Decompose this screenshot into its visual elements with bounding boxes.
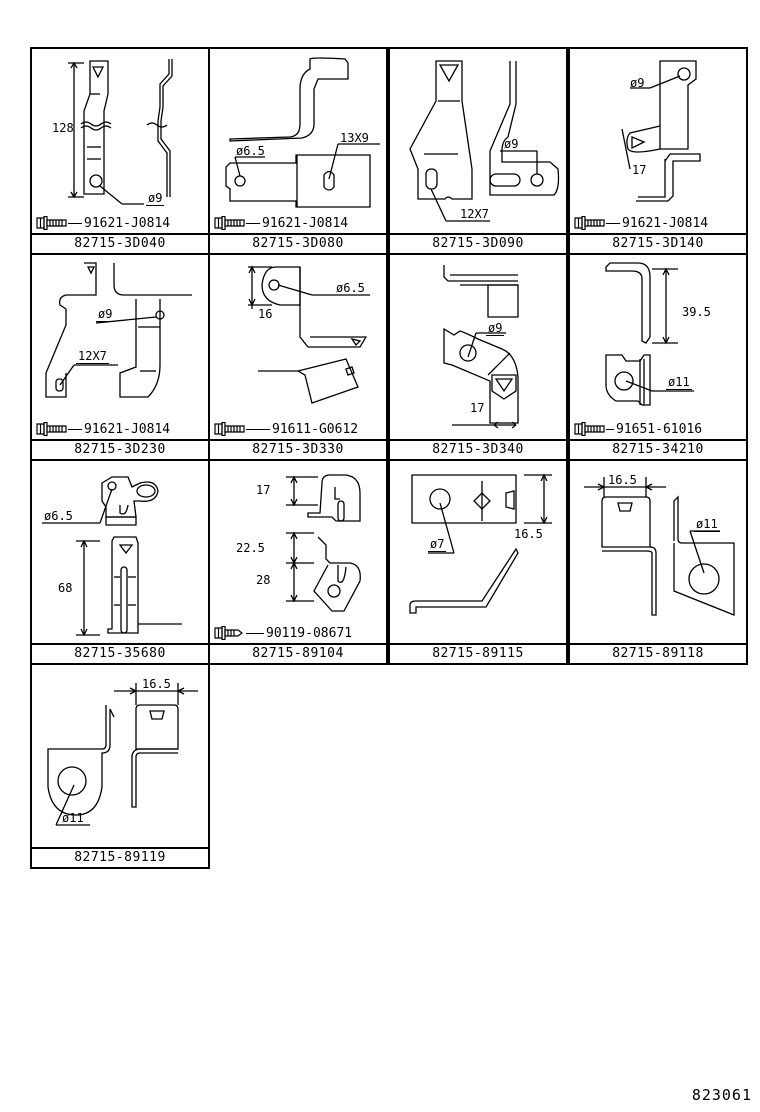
dimension-hole-diameter: ø6.5: [236, 144, 265, 158]
dimension-hole-diameter: ø11: [694, 517, 720, 532]
dimension-hole-diameter: ø6.5: [44, 509, 73, 523]
dimension-height: 39.5: [682, 305, 711, 319]
part-number-label[interactable]: 82715-89119: [32, 847, 208, 867]
bracket-drawing: [390, 49, 566, 235]
bolt-part-number: 91621-J0814: [262, 215, 349, 231]
part-cell-35680[interactable]: ø6.5 68 82715-35680: [30, 459, 210, 665]
bolt-callout: 91621-J0814: [36, 215, 170, 231]
part-cell-34210[interactable]: 39.5 ø11 91651-61016 82715-34210: [568, 253, 748, 461]
dimension-bottom: 28: [256, 573, 271, 587]
dimension-hole-diameter: ø11: [62, 811, 84, 825]
bracket-drawing: [570, 461, 746, 647]
part-cell-3d140[interactable]: ø9 17 91621-J0814 82715-3D140: [568, 47, 748, 255]
bolt-callout: 91611-G0612: [214, 421, 358, 437]
illustration-reference-number: 823061: [691, 1086, 752, 1104]
part-cell-89118[interactable]: 16.5 ø11 82715-89118: [568, 459, 748, 665]
bolt-part-number: 90119-08671: [266, 625, 353, 641]
bolt-icon: [214, 216, 246, 230]
part-cell-3d090[interactable]: ø9 12X7 82715-3D090: [388, 47, 568, 255]
dimension-hole-diameter: ø11: [666, 375, 692, 390]
bracket-drawing: [390, 461, 566, 647]
bolt-part-number: 91621-J0814: [84, 215, 171, 231]
dimension-hole-diameter: ø9: [486, 321, 505, 336]
part-cell-89115[interactable]: ø7 16.5 82715-89115: [388, 459, 568, 665]
bolt-callout: 91621-J0814: [574, 215, 708, 231]
part-number-label[interactable]: 82715-89104: [210, 643, 386, 663]
part-number-label[interactable]: 82715-3D040: [32, 233, 208, 253]
dimension-hole-diameter: ø6.5: [336, 281, 365, 295]
bolt-callout: 91621-J0814: [214, 215, 348, 231]
dimension-height: 128: [52, 121, 74, 135]
bracket-drawing: [210, 49, 386, 235]
dimension-hole-diameter: ø9: [630, 76, 645, 90]
part-cell-3d230[interactable]: ø9 12X7 91621-J0814 82715-3D230: [30, 253, 210, 461]
bolt-icon: [36, 422, 68, 436]
bolt-icon: [36, 216, 68, 230]
dimension-offset: 17: [632, 163, 647, 177]
part-number-label[interactable]: 82715-3D090: [390, 233, 566, 253]
part-number-label[interactable]: 82715-35680: [32, 643, 208, 663]
dimension-width: 16: [258, 307, 273, 321]
bracket-drawing: [32, 255, 208, 441]
part-number-label[interactable]: 82715-3D330: [210, 439, 386, 459]
bracket-drawing: [390, 255, 566, 441]
dimension-middle: 22.5: [236, 541, 265, 555]
bracket-drawing: [210, 461, 386, 647]
part-cell-3d330[interactable]: ø6.5 16 91611-G0612 82715-3D330: [208, 253, 388, 461]
dimension-width: 17: [470, 401, 485, 415]
bolt-callout: 91621-J0814: [36, 421, 170, 437]
dimension-hole-diameter: ø9: [146, 191, 165, 206]
bolt-icon: [214, 626, 246, 640]
bolt-icon: [214, 422, 246, 436]
bolt-callout: 90119-08671: [214, 625, 352, 641]
part-number-label[interactable]: 82715-3D340: [390, 439, 566, 459]
part-cell-3d040[interactable]: 128 ø9 91621-J0814 82715-3D040: [30, 47, 210, 255]
bracket-drawing: [32, 665, 208, 851]
part-number-label[interactable]: 82715-3D140: [570, 233, 746, 253]
part-cell-89119[interactable]: 16.5 ø11 82715-89119: [30, 663, 210, 869]
dimension-hole-diameter: ø9: [504, 137, 519, 151]
part-cell-3d080[interactable]: ø6.5 13X9 91621-J0814 82715-3D080: [208, 47, 388, 255]
part-number-label[interactable]: 82715-34210: [570, 439, 746, 459]
bracket-drawing: [570, 255, 746, 441]
dimension-slot-size: 12X7: [460, 207, 489, 221]
part-number-label[interactable]: 82715-3D230: [32, 439, 208, 459]
dimension-hole-diameter: ø9: [96, 307, 115, 322]
bracket-drawing: [210, 255, 386, 441]
dimension-top: 17: [256, 483, 271, 497]
bracket-drawing: [32, 49, 208, 235]
part-cell-89104[interactable]: 17 22.5 28 90119-08671 82715-89104: [208, 459, 388, 665]
part-number-label[interactable]: 82715-89118: [570, 643, 746, 663]
bolt-icon: [574, 422, 606, 436]
bolt-part-number: 91621-J0814: [84, 421, 171, 437]
bolt-icon: [574, 216, 606, 230]
part-cell-3d340[interactable]: ø9 17 82715-3D340: [388, 253, 568, 461]
bolt-part-number: 91621-J0814: [622, 215, 709, 231]
bracket-drawing: [570, 49, 746, 235]
dimension-slot-size: 12X7: [76, 349, 109, 364]
dimension-width: 16.5: [608, 473, 637, 487]
bolt-part-number: 91611-G0612: [272, 421, 359, 437]
dimension-width: 16.5: [142, 677, 171, 691]
dimension-slot-size: 13X9: [340, 131, 369, 145]
bolt-part-number: 91651-61016: [616, 421, 703, 437]
bolt-callout: 91651-61016: [574, 421, 702, 437]
dimension-height: 68: [58, 581, 73, 595]
part-number-label[interactable]: 82715-89115: [390, 643, 566, 663]
bracket-drawing: [32, 461, 208, 647]
part-number-label[interactable]: 82715-3D080: [210, 233, 386, 253]
dimension-hole-diameter: ø7: [428, 537, 447, 552]
dimension-height: 16.5: [514, 527, 543, 541]
